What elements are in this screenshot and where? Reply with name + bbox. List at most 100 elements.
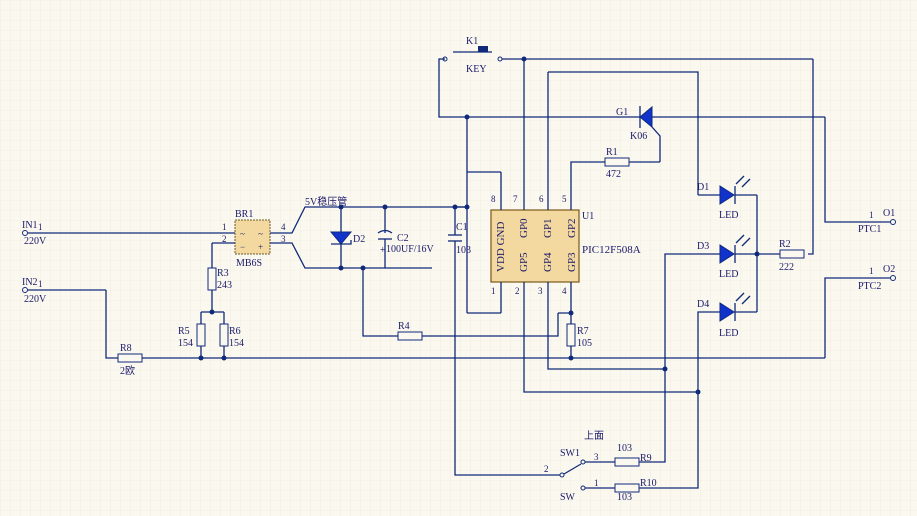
o2-pin: 1 bbox=[869, 266, 874, 276]
sw1-pin-3: 3 bbox=[594, 452, 599, 462]
d2-label: 5V稳压管 bbox=[305, 195, 347, 208]
r6-value: 154 bbox=[229, 338, 244, 349]
resistor-r6: R6 154 bbox=[219, 323, 244, 349]
u1-pin-3: 3 bbox=[538, 286, 543, 296]
svg-text:~: ~ bbox=[258, 229, 263, 239]
resistor-r3: R3 243 bbox=[207, 267, 232, 291]
br1-pin-1: 1 bbox=[222, 222, 227, 232]
d2-ref: D2 bbox=[353, 234, 365, 245]
u1-part: PIC12F508A bbox=[582, 244, 641, 256]
u1-pin-5: 5 bbox=[562, 194, 567, 204]
d3-label: LED bbox=[719, 269, 738, 280]
output-o1: 1 O1 PTC1 bbox=[853, 208, 896, 235]
c1-ref: C1 bbox=[456, 222, 468, 233]
g1-part: K06 bbox=[630, 131, 647, 142]
o2-name: O2 bbox=[883, 264, 895, 275]
u1-name-gp4: GP4 bbox=[542, 252, 554, 272]
u1-pin-6: 6 bbox=[539, 194, 544, 204]
u1-name-gp2: GP2 bbox=[566, 218, 578, 238]
br1-pin-2: 2 bbox=[222, 234, 227, 244]
capacitor-c2: C2 100UF/16V + bbox=[377, 207, 435, 268]
output-o2: 1 O2 PTC2 bbox=[824, 264, 896, 358]
g1-ref: G1 bbox=[616, 107, 628, 118]
in2-pin: 1 bbox=[38, 279, 43, 289]
r9-ref: R9 bbox=[640, 453, 652, 464]
resistor-r8: R8 2欧 bbox=[117, 343, 143, 377]
d3-ref: D3 bbox=[697, 241, 709, 252]
r1-ref: R1 bbox=[606, 147, 618, 158]
k1-label: KEY bbox=[466, 64, 487, 75]
u1-pin-8: 8 bbox=[491, 194, 496, 204]
r5-ref: R5 bbox=[178, 326, 190, 337]
in2-name: IN2 bbox=[22, 277, 38, 288]
u1-pin-2: 2 bbox=[515, 286, 520, 296]
resistor-r2: R2 222 bbox=[779, 239, 805, 273]
in1-name: IN1 bbox=[22, 220, 38, 231]
input-in1: IN1 1 220V bbox=[22, 220, 235, 247]
u1-pin-7: 7 bbox=[513, 194, 518, 204]
o1-net: PTC1 bbox=[858, 224, 881, 235]
u1-ref: U1 bbox=[582, 211, 594, 222]
k1-ref: K1 bbox=[466, 36, 478, 47]
input-in2: IN2 1 220V bbox=[22, 277, 106, 305]
c2-value: 100UF/16V bbox=[386, 244, 435, 255]
svg-text:+: + bbox=[258, 242, 263, 252]
r9-value: 103 bbox=[617, 443, 632, 454]
in2-value: 220V bbox=[24, 294, 47, 305]
u1-name-gp5: GP5 bbox=[518, 252, 530, 272]
sw-pin-1: 1 bbox=[594, 478, 599, 488]
r10-ref: R10 bbox=[640, 478, 657, 489]
u1-name-gp0: GP0 bbox=[518, 218, 530, 238]
bridge-br1: ~ ~ − + BR1 MB6S 1 2 3 4 bbox=[222, 209, 286, 269]
r2-value: 222 bbox=[779, 262, 794, 273]
triac-g1: G1 K06 bbox=[616, 105, 661, 162]
c2-ref: C2 bbox=[397, 233, 409, 244]
sw1-pin-2: 2 bbox=[544, 464, 549, 474]
r10-value: 103 bbox=[617, 492, 632, 503]
resistor-r7: R7 105 bbox=[566, 323, 592, 349]
o1-name: O1 bbox=[883, 208, 895, 219]
r4-ref: R4 bbox=[398, 321, 410, 332]
u1-pin-1: 1 bbox=[491, 286, 496, 296]
sw1-note: 上面 bbox=[584, 430, 604, 442]
br1-part: MB6S bbox=[236, 258, 262, 269]
u1-name-gp3: GP3 bbox=[566, 252, 578, 272]
svg-text:+: + bbox=[380, 245, 386, 256]
o1-pin: 1 bbox=[869, 210, 874, 220]
r2-ref: R2 bbox=[779, 239, 791, 250]
r3-value: 243 bbox=[217, 280, 232, 291]
svg-text:−: − bbox=[240, 242, 245, 252]
r7-ref: R7 bbox=[577, 326, 589, 337]
d1-label: LED bbox=[719, 210, 738, 221]
c1-value: 103 bbox=[456, 245, 471, 256]
zener-d2: D2 5V稳压管 bbox=[305, 195, 365, 268]
switch-sw1: SW1 上面 2 3 bbox=[544, 430, 604, 478]
r5-value: 154 bbox=[178, 338, 193, 349]
r8-value: 2欧 bbox=[120, 365, 135, 377]
u1-name-gp1: GP1 bbox=[542, 218, 554, 238]
d1-ref: D1 bbox=[697, 182, 709, 193]
o2-net: PTC2 bbox=[858, 281, 881, 292]
mcu-u1: U1 PIC12F508A 8 7 6 5 1 2 3 4 VDD GND GP… bbox=[490, 194, 641, 296]
led-d3: D3 LED bbox=[664, 234, 780, 369]
r3-ref: R3 bbox=[217, 268, 229, 279]
br1-pin-3: 3 bbox=[281, 234, 286, 244]
in1-pin: 1 bbox=[38, 222, 43, 232]
u1-name-vdd-gnd: VDD GND bbox=[495, 222, 507, 272]
led-d1: D1 LED bbox=[697, 175, 757, 221]
d4-ref: D4 bbox=[697, 299, 709, 310]
d4-label: LED bbox=[719, 328, 738, 339]
br1-ref: BR1 bbox=[235, 209, 253, 220]
sw-ref: SW bbox=[560, 492, 576, 503]
svg-text:~: ~ bbox=[240, 229, 245, 239]
led-d4: D4 LED bbox=[697, 292, 757, 392]
r7-value: 105 bbox=[577, 338, 592, 349]
in1-value: 220V bbox=[24, 236, 47, 247]
r1-value: 472 bbox=[606, 169, 621, 180]
r6-ref: R6 bbox=[229, 326, 241, 337]
r8-ref: R8 bbox=[120, 343, 132, 354]
sw1-ref: SW1 bbox=[560, 448, 580, 459]
u1-pin-4: 4 bbox=[562, 286, 567, 296]
